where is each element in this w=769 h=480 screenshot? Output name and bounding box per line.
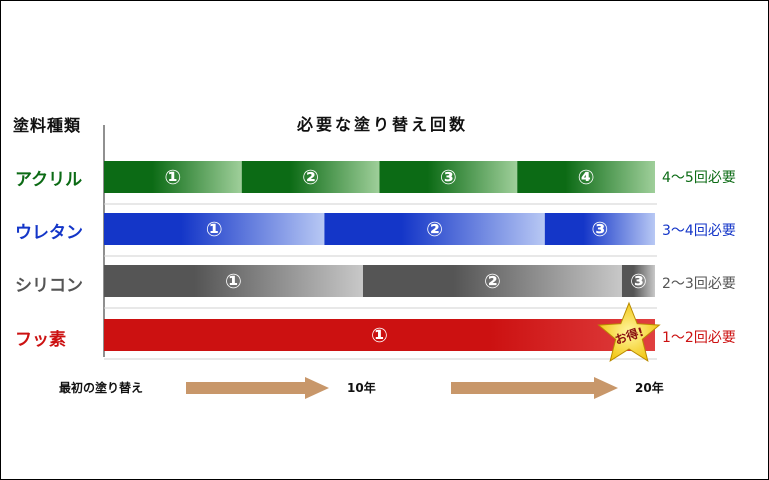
series-name-silicone: シリコン: [15, 276, 83, 296]
series-name-urethane: ウレタン: [15, 223, 83, 243]
bar-segment-1-0: [104, 213, 325, 245]
series-summary-acrylic: 4〜5回必要: [662, 170, 736, 186]
segment-label-0-1: ②: [302, 165, 319, 189]
x-tick-label-20: 20年: [635, 381, 664, 395]
segment-label-1-0: ①: [206, 217, 223, 241]
series-summary-fluorine: 1〜2回必要: [662, 330, 736, 346]
bar-segment-2-0: [104, 265, 363, 297]
bar-segment-1-2: [544, 213, 655, 245]
bar-segment-1-1: [324, 213, 545, 245]
segment-label-1-1: ②: [426, 217, 443, 241]
badge-star: [597, 301, 661, 362]
segment-label-2-1: ②: [484, 269, 501, 293]
x-start-label: 最初の塗り替え: [59, 381, 144, 395]
segment-label-1-2: ③: [591, 217, 608, 241]
timeline-arrow-1: [186, 377, 329, 399]
y-axis-label: 塗料種類: [13, 116, 82, 135]
segment-label-0-2: ③: [440, 165, 457, 189]
series-name-fluorine: フッ素: [15, 330, 66, 350]
bar-segment-3-0: [104, 319, 655, 351]
bar-segment-0-3: [517, 161, 655, 193]
x-tick-label-10: 10年: [347, 381, 376, 395]
bar-segment-0-1: [241, 161, 380, 193]
segment-label-0-0: ①: [164, 165, 181, 189]
series-name-acrylic: アクリル: [15, 170, 83, 190]
timeline-arrow-2: [451, 377, 618, 399]
bar-segment-2-2: [621, 265, 655, 297]
bar-segment-2-1: [362, 265, 622, 297]
segment-label-2-2: ③: [630, 269, 647, 293]
segment-label-0-3: ④: [578, 165, 595, 189]
bar-segment-0-2: [379, 161, 518, 193]
series-summary-silicone: 2〜3回必要: [662, 276, 736, 292]
segment-label-3-0: ①: [371, 323, 388, 347]
bar-segment-0-0: [104, 161, 242, 193]
segment-label-2-0: ①: [225, 269, 242, 293]
series-summary-urethane: 3〜4回必要: [662, 223, 736, 239]
chart-title: 必要な塗り替え回数: [297, 115, 469, 134]
